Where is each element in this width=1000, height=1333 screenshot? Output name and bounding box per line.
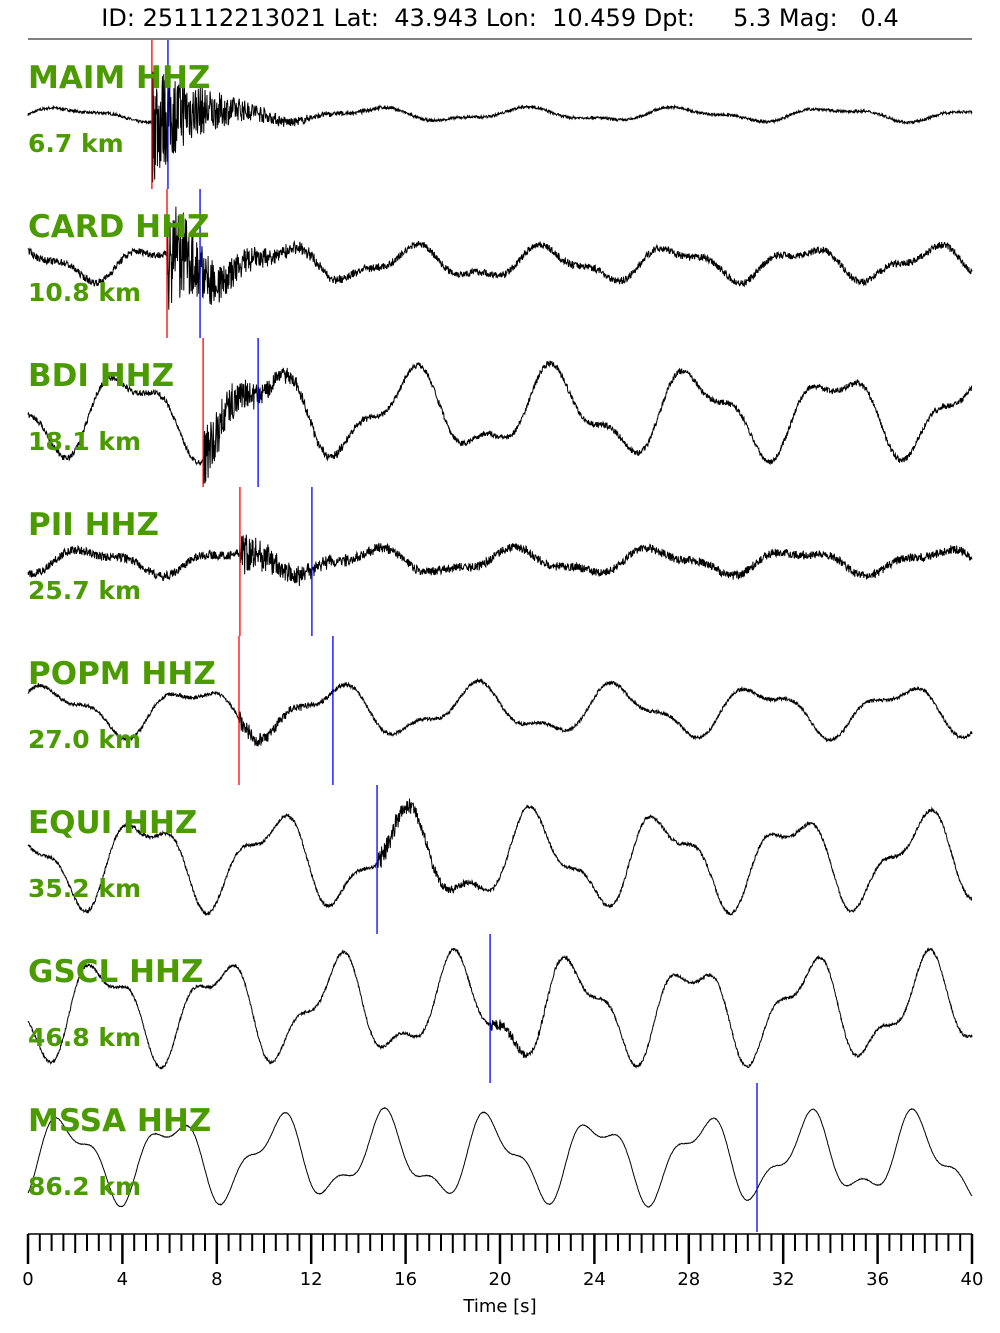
x-tick-label: 20 [489, 1269, 512, 1290]
mag-value: 0.4 [860, 4, 899, 32]
lon-value: 10.459 [552, 4, 637, 32]
x-tick-label: 8 [211, 1269, 222, 1290]
x-tick-label: 4 [117, 1269, 128, 1290]
waveform-trace [27, 534, 973, 586]
lat-value: 43.943 [394, 4, 479, 32]
station-distance: 35.2 km [28, 874, 141, 903]
station-distance: 18.1 km [28, 427, 141, 456]
station-name: CARD HHZ [28, 209, 210, 245]
waveform-trace [27, 360, 973, 484]
station-name: BDI HHZ [28, 358, 174, 394]
waveform-trace [27, 798, 973, 916]
station-name: GSCL HHZ [28, 954, 203, 990]
station-name: EQUI HHZ [28, 805, 197, 841]
x-tick-label: 24 [583, 1269, 606, 1290]
station-distance: 86.2 km [28, 1172, 141, 1201]
x-tick-label: 40 [961, 1269, 984, 1290]
x-tick-label: 16 [394, 1269, 417, 1290]
waveform-trace [27, 1106, 973, 1208]
x-tick-label: 32 [772, 1269, 795, 1290]
waveform-trace [27, 71, 973, 183]
x-axis-label: Time [s] [462, 1296, 536, 1317]
station-name: MAIM HHZ [28, 60, 210, 96]
mag-label: Mag: [778, 4, 838, 32]
chart-title: ID: 251112213021 Lat: 43.943 Lon: 10.459… [0, 4, 1000, 32]
station-name: PII HHZ [28, 507, 159, 543]
waveform-trace [27, 677, 973, 747]
lat-label: Lat: [333, 4, 380, 32]
id-label: ID: [101, 4, 135, 32]
x-tick-label: 28 [677, 1269, 700, 1290]
x-tick-label: 0 [22, 1269, 33, 1290]
lon-label: Lon: [485, 4, 537, 32]
station-distance: 27.0 km [28, 725, 141, 754]
station-name: MSSA HHZ [28, 1103, 211, 1139]
waveform-trace [27, 206, 973, 310]
dpt-value: 5.3 [733, 4, 772, 32]
x-tick-label: 36 [866, 1269, 889, 1290]
event-id: 251112213021 [142, 4, 326, 32]
waveform-trace [27, 946, 973, 1070]
station-distance: 6.7 km [28, 129, 124, 158]
station-distance: 25.7 km [28, 576, 141, 605]
x-tick-label: 12 [300, 1269, 323, 1290]
station-distance: 46.8 km [28, 1023, 141, 1052]
station-distance: 10.8 km [28, 278, 141, 307]
dpt-label: Dpt: [643, 4, 695, 32]
station-name: POPM HHZ [28, 656, 216, 692]
